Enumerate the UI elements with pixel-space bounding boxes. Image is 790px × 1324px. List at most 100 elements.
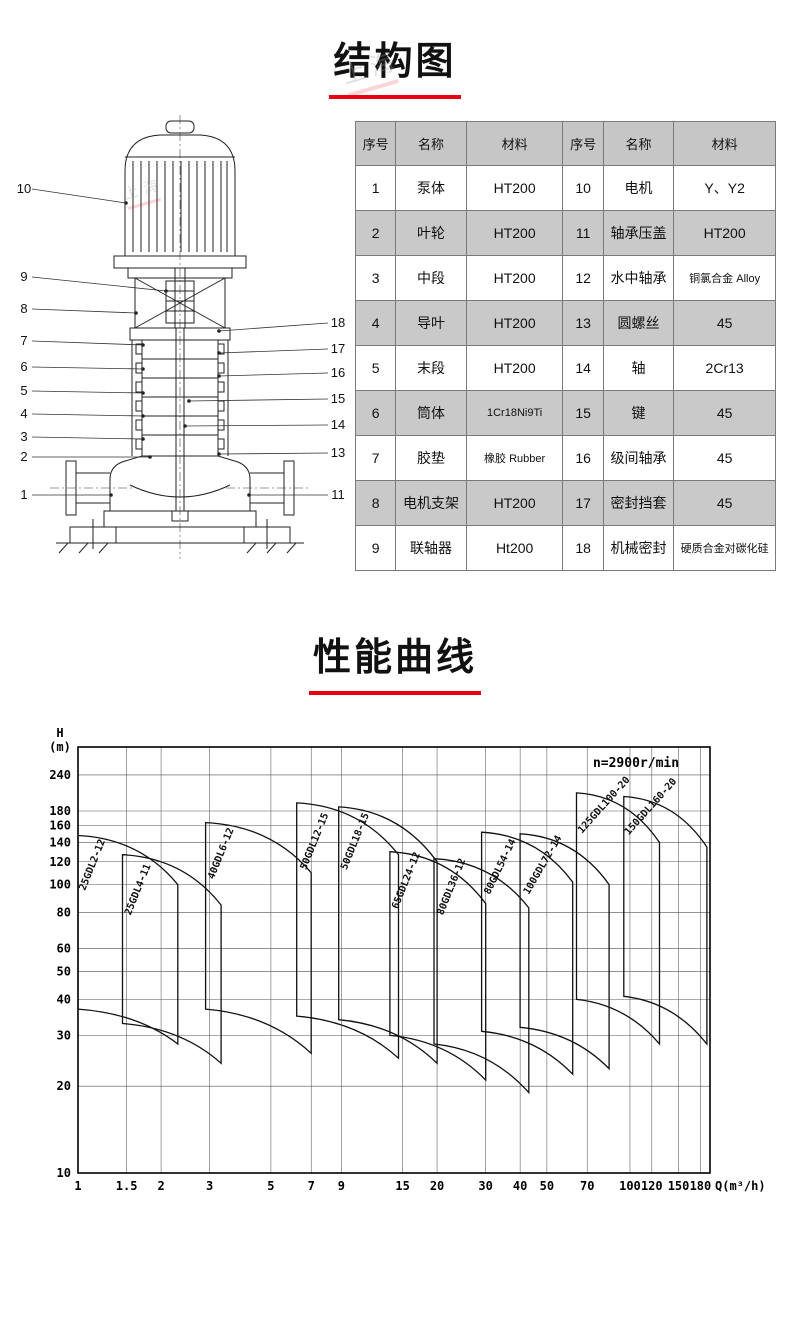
- part-material: 铜氯合金 Alloy: [673, 255, 776, 301]
- speed-annotation: n=2900r/min: [593, 756, 679, 771]
- x-tick-label: 30: [478, 1179, 492, 1193]
- curve-envelope-65GDL24-12: [389, 851, 487, 1082]
- curve-envelope-50GDL18-15: [338, 806, 438, 1065]
- part-no: 14: [562, 345, 604, 391]
- y-tick-label: 10: [57, 1166, 71, 1180]
- curve-label: 65GDL24-12: [390, 851, 423, 911]
- part-name: 轴: [602, 345, 675, 391]
- part-no: 15: [562, 390, 604, 436]
- curve-label: 50GDL18-15: [339, 812, 372, 872]
- curve-label: 25GDL4-11: [123, 862, 153, 916]
- parts-table-column-header: 材料: [465, 121, 564, 166]
- structure-section-header: 结构图: [0, 0, 790, 99]
- curve-envelope-80GDL54-14: [480, 831, 574, 1076]
- part-no: 8: [354, 480, 397, 526]
- part-name: 叶轮: [395, 210, 467, 256]
- part-name: 电机支架: [395, 480, 467, 526]
- part-callout-number: 3: [20, 429, 27, 444]
- callout-leader-line: [218, 452, 329, 455]
- y-tick-label: 140: [49, 835, 71, 849]
- part-no: 16: [562, 435, 604, 481]
- part-no: 7: [354, 435, 397, 481]
- x-tick-label: 100: [619, 1179, 641, 1193]
- part-name: 电机: [602, 165, 675, 211]
- y-tick-label: 240: [49, 768, 71, 782]
- y-tick-label: 50: [57, 964, 71, 978]
- y-tick-label: 20: [57, 1079, 71, 1093]
- part-callout-number: 14: [331, 417, 345, 432]
- curve-envelope-150GDL160-20: [623, 795, 708, 1046]
- part-name: 密封挡套: [602, 480, 675, 526]
- callout-dot: [141, 367, 145, 371]
- performance-section-header: 性能曲线: [0, 596, 790, 695]
- part-no: 17: [562, 480, 604, 526]
- part-no: 3: [354, 255, 397, 301]
- part-material: 45: [673, 435, 776, 481]
- x-tick-label: 40: [513, 1179, 527, 1193]
- part-no: 12: [562, 255, 604, 301]
- callout-dot: [247, 493, 251, 497]
- part-name: 级间轴承: [602, 435, 675, 481]
- callout-dot: [124, 201, 128, 205]
- curve-label: 40GDL6-12: [206, 826, 236, 880]
- part-callout-number: 13: [331, 445, 345, 460]
- part-no: 5: [354, 345, 397, 391]
- x-tick-label: 1.5: [116, 1179, 138, 1193]
- part-no: 11: [562, 210, 604, 256]
- callout-dot: [217, 452, 221, 456]
- curve-envelope-25GDL4-11: [121, 854, 222, 1065]
- part-no: 1: [354, 165, 397, 211]
- x-tick-label: 15: [395, 1179, 409, 1193]
- part-callout-number: 16: [331, 365, 345, 380]
- part-material: Y、Y2: [673, 165, 776, 211]
- callout-leader-line: [188, 398, 329, 402]
- x-tick-label: 150: [668, 1179, 690, 1193]
- curve-label: 150GDL160-20: [623, 776, 680, 837]
- part-name: 泵体: [395, 165, 467, 211]
- callout-leader-line: [31, 436, 144, 440]
- callout-leader-line: [31, 413, 144, 417]
- y-tick-label: 100: [49, 878, 71, 892]
- part-name: 联轴器: [395, 525, 467, 571]
- part-callout-number: 15: [331, 391, 345, 406]
- part-material: HT200: [465, 345, 564, 391]
- y-tick-label: 120: [49, 855, 71, 869]
- part-name: 圆螺丝: [602, 300, 675, 346]
- parts-table-header-row: 序号名称材料序号名称材料: [354, 121, 776, 166]
- callout-dot: [141, 391, 145, 395]
- x-tick-label: 120: [641, 1179, 663, 1193]
- x-tick-label: 2: [157, 1179, 164, 1193]
- callout-leader-line: [218, 322, 329, 332]
- part-name: 机械密封: [602, 525, 675, 571]
- part-name: 键: [602, 390, 675, 436]
- curve-envelope-40GDL6-12: [204, 821, 312, 1055]
- part-no: 18: [562, 525, 604, 571]
- callout-leader-line: [31, 188, 127, 204]
- part-material: 1Cr18Ni9Ti: [465, 390, 564, 436]
- part-material: HT200: [465, 255, 564, 301]
- part-material: HT200: [465, 480, 564, 526]
- part-callout-number: 2: [20, 449, 27, 464]
- curve-label: 25GDL2-12: [78, 838, 108, 892]
- part-material: 硬质合金对碳化硅: [673, 525, 776, 571]
- x-tick-label: 50: [540, 1179, 554, 1193]
- x-tick-label: 20: [430, 1179, 444, 1193]
- part-no: 13: [562, 300, 604, 346]
- callout-dot: [148, 455, 152, 459]
- part-material: Ht200: [465, 525, 564, 571]
- structure-title: 结构图: [329, 30, 461, 99]
- curve-envelope-125GDL100-20: [575, 792, 661, 1046]
- callout-leader-line: [31, 366, 144, 370]
- x-tick-label: 7: [308, 1179, 315, 1193]
- part-no: 2: [354, 210, 397, 256]
- y-tick-label: 30: [57, 1028, 71, 1042]
- part-callout-number: 18: [331, 315, 345, 330]
- part-no: 9: [354, 525, 397, 571]
- part-material: 2Cr13: [673, 345, 776, 391]
